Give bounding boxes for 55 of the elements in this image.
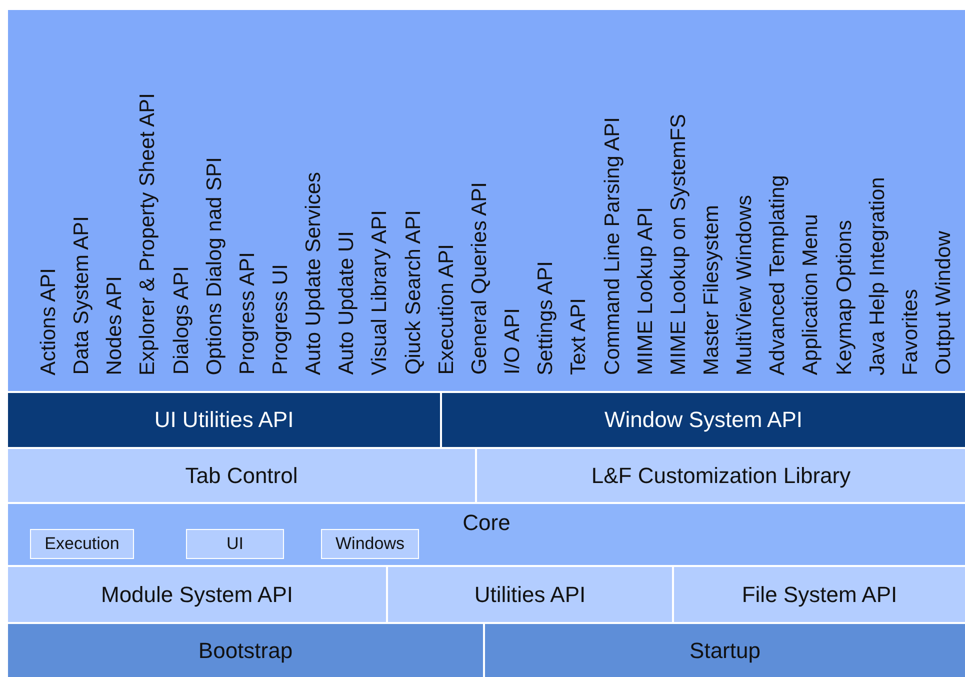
layer-panel [8, 10, 965, 391]
layer-label: File System API [742, 582, 898, 608]
layer-box [8, 449, 475, 502]
api-label: Progress UI [268, 264, 294, 375]
api-label: Dialogs API [168, 266, 194, 375]
layer-box [388, 567, 672, 622]
api-label: Actions API [36, 268, 61, 375]
api-label: Keymap Options [832, 220, 857, 375]
layer-box [8, 504, 965, 565]
layer-label: Execution [44, 534, 120, 554]
api-label: Qiuck Search API [400, 210, 426, 375]
module-box [186, 529, 284, 559]
api-label: Command Line Parsing API [600, 117, 625, 375]
layer-label: Tab Control [185, 462, 298, 488]
api-label: Progress API [234, 252, 260, 375]
api-label: Nodes API [102, 276, 128, 375]
api-label: Explorer & Property Sheet API [135, 92, 160, 375]
api-label: Favorites [898, 288, 923, 375]
api-label: Auto Update Services [301, 172, 326, 375]
layer-label: UI Utilities API [154, 407, 294, 433]
layer-label: Module System API [101, 582, 293, 608]
api-label: MIME Lookup API [632, 206, 658, 375]
layer-label: Bootstrap [198, 638, 293, 664]
layer-box [485, 624, 965, 677]
api-label: Options Dialog nad SPI [202, 156, 227, 375]
layer-box [8, 624, 483, 677]
api-label: Data System API [69, 216, 94, 375]
layer-box [8, 393, 440, 447]
layer-box [674, 567, 965, 622]
layer-box [8, 567, 386, 622]
api-label: MultiView Windows [732, 194, 758, 375]
layer-label: Windows [336, 534, 404, 554]
layer-label: Startup [690, 638, 760, 664]
api-label: Output Window [931, 231, 956, 375]
api-label: Settings API [533, 260, 558, 375]
layer-label: Utilities API [474, 582, 586, 608]
api-label: Text API [566, 298, 592, 375]
layer-title: Core [462, 510, 510, 536]
api-label: I/O API [500, 308, 526, 375]
api-label: Master Filesystem [698, 204, 724, 375]
api-label: MIME Lookup on SystemFS [666, 114, 691, 375]
api-label: Advanced Templating [765, 174, 790, 375]
api-label: Application Menu [798, 214, 824, 375]
api-label: Java Help Integration [864, 176, 890, 375]
layer-label: Window System API [604, 407, 803, 433]
module-box [30, 529, 134, 559]
layer-box [477, 449, 965, 502]
layer-label: L&F Customization Library [591, 462, 851, 488]
module-box [321, 529, 419, 559]
api-label: Visual Library API [367, 210, 392, 375]
layer-label: UI [226, 534, 244, 554]
layer-box [442, 393, 965, 447]
api-label: Auto Update UI [334, 231, 360, 375]
api-label: General Queries API [466, 182, 492, 375]
api-label: Execution API [434, 244, 459, 375]
